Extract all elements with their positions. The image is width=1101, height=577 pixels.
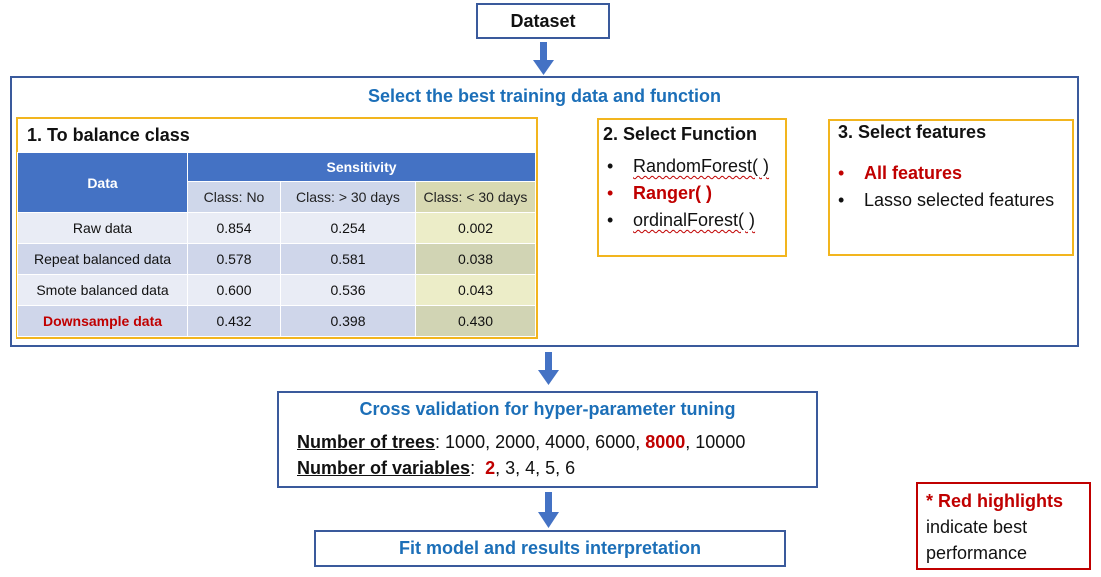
select-features-title: 3. Select features (838, 122, 987, 142)
table-cell: 0.398 (280, 305, 416, 337)
table-cell: 0.038 (415, 243, 536, 275)
bullet-icon: • (838, 190, 845, 210)
table-cell: 0.430 (415, 305, 536, 337)
function-randomforest: RandomForest( ) (633, 156, 770, 176)
bullet-icon: • (607, 210, 614, 230)
note-text: indicate best (926, 517, 1028, 537)
table-cell: 0.043 (415, 274, 536, 306)
column-header-class-over-30: Class: > 30 days (280, 181, 416, 213)
table-row: Raw data 0.854 0.254 0.002 (17, 212, 536, 244)
dataset-box: Dataset (476, 3, 610, 39)
cross-validation-title: Cross validation for hyper-parameter tun… (359, 399, 736, 419)
table-cell: 0.432 (187, 305, 281, 337)
fit-model-label: Fit model and results interpretation (398, 538, 702, 558)
arrow-cv-to-fit (538, 492, 559, 528)
table-cell: 0.578 (187, 243, 281, 275)
function-list: • RandomForest( ) • Ranger( ) • ordinalFore… (603, 153, 769, 234)
sensitivity-table: Data Sensitivity Class: No Class: > 30 d… (17, 152, 536, 337)
select-features-box (828, 119, 1074, 256)
table-row: Smote balanced data 0.600 0.536 0.043 (17, 274, 536, 306)
variables-best: 2 (485, 458, 496, 478)
select-function-title: 2. Select Function (603, 124, 758, 144)
list-item-best: • Ranger( ) (603, 180, 769, 207)
table-cell: 0.581 (280, 243, 416, 275)
arrow-dataset-to-main (533, 42, 554, 75)
feature-lasso: Lasso selected features (864, 190, 1055, 210)
bullet-icon: • (607, 156, 614, 176)
trees-line: Number of trees: 1000, 2000, 4000, 6000,… (297, 432, 745, 453)
list-item-best: • All features (834, 160, 1054, 187)
list-item: • ordinalForest( ) (603, 207, 769, 234)
table-row-best: Downsample data 0.432 0.398 0.430 (17, 305, 536, 337)
function-ordinalforest: ordinalForest( ) (633, 210, 756, 230)
select-function-box (597, 118, 787, 257)
function-ranger: Ranger( ) (633, 183, 713, 203)
table-row: Repeat balanced data 0.578 0.581 0.038 (17, 243, 536, 275)
feature-all: All features (864, 163, 963, 183)
note-text: performance (926, 543, 1028, 563)
bullet-icon: • (838, 163, 845, 183)
table-header-sensitivity: Sensitivity (187, 152, 536, 182)
list-item: • RandomForest( ) (603, 153, 769, 180)
training-selection-title: Select the best training data and functi… (367, 86, 722, 106)
variables-values: , 3, 4, 5, 6 (495, 458, 576, 478)
table-cell: 0.536 (280, 274, 416, 306)
variables-label: Number of variables (297, 458, 471, 478)
cross-validation-box (277, 391, 818, 488)
bullet-icon: • (607, 183, 614, 203)
row-label-best: Downsample data (17, 305, 188, 337)
trees-values: : 1000, 2000, 4000, 6000, (435, 432, 646, 452)
column-header-class-under-30: Class: < 30 days (415, 181, 536, 213)
table-cell: 0.002 (415, 212, 536, 244)
fit-model-box: Fit model and results interpretation (314, 530, 786, 567)
features-list: • All features • Lasso selected features (834, 160, 1054, 214)
row-label: Repeat balanced data (17, 243, 188, 275)
note-highlight: * Red highlights (926, 491, 1063, 511)
table-cell: 0.854 (187, 212, 281, 244)
variables-sep: : (470, 458, 486, 478)
trees-label: Number of trees (297, 432, 436, 452)
variables-line: Number of variables: 2, 3, 4, 5, 6 (297, 458, 575, 479)
legend-note: * Red highlights indicate best performan… (916, 482, 1091, 570)
column-header-class-no: Class: No (187, 181, 281, 213)
balance-class-title: 1. To balance class (27, 125, 190, 145)
table-cell: 0.600 (187, 274, 281, 306)
list-item: • Lasso selected features (834, 187, 1054, 214)
arrow-main-to-cv (538, 352, 559, 385)
row-label: Raw data (17, 212, 188, 244)
row-label: Smote balanced data (17, 274, 188, 306)
table-cell: 0.254 (280, 212, 416, 244)
table-header-data: Data (17, 152, 188, 213)
dataset-label: Dataset (510, 10, 576, 31)
trees-values-end: , 10000 (685, 432, 746, 452)
trees-best: 8000 (645, 432, 686, 452)
